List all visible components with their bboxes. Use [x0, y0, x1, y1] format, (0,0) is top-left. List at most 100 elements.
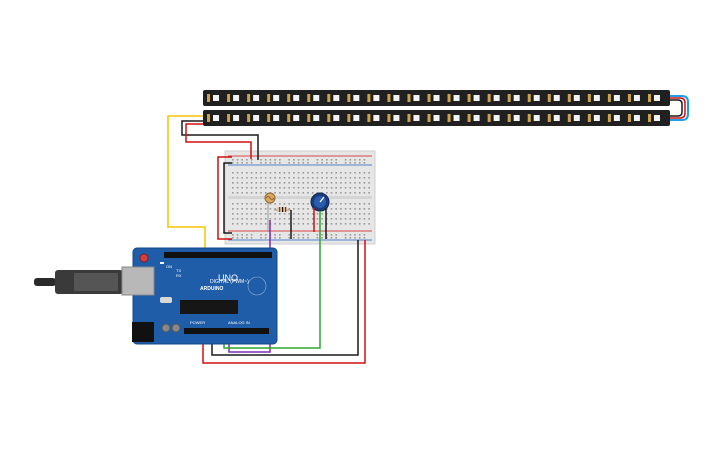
- breadboard-hole[interactable]: [349, 192, 352, 194]
- breadboard-hole[interactable]: [264, 208, 267, 210]
- breadboard-hole[interactable]: [326, 162, 328, 164]
- breadboard-hole[interactable]: [250, 237, 253, 239]
- breadboard-hole[interactable]: [232, 162, 234, 164]
- breadboard-hole[interactable]: [311, 208, 314, 210]
- breadboard-hole[interactable]: [363, 234, 366, 236]
- breadboard-hole[interactable]: [279, 187, 281, 189]
- breadboard-hole[interactable]: [363, 223, 366, 225]
- breadboard-hole[interactable]: [363, 203, 366, 205]
- breadboard-hole[interactable]: [302, 162, 305, 164]
- breadboard-hole[interactable]: [363, 237, 366, 239]
- breadboard-hole[interactable]: [246, 162, 248, 164]
- breadboard-hole[interactable]: [363, 177, 366, 179]
- strip-loop-wire-black[interactable]: [670, 99, 683, 117]
- breadboard-hole[interactable]: [321, 187, 323, 189]
- breadboard-hole[interactable]: [283, 213, 286, 215]
- breadboard-hole[interactable]: [241, 162, 243, 164]
- wire-red-strip-5v[interactable]: [185, 123, 252, 159]
- breadboard-hole[interactable]: [241, 237, 243, 239]
- breadboard-hole[interactable]: [302, 213, 305, 215]
- breadboard-hole[interactable]: [246, 177, 248, 179]
- breadboard-hole[interactable]: [274, 234, 276, 236]
- breadboard-hole[interactable]: [293, 177, 295, 179]
- breadboard-hole[interactable]: [264, 203, 267, 205]
- breadboard-hole[interactable]: [316, 182, 319, 184]
- breadboard-hole[interactable]: [260, 208, 262, 210]
- wire-black-left-rail[interactable]: [223, 162, 232, 234]
- breadboard-hole[interactable]: [326, 223, 328, 225]
- breadboard-hole[interactable]: [250, 182, 253, 184]
- breadboard-hole[interactable]: [269, 203, 272, 205]
- breadboard-hole[interactable]: [246, 223, 248, 225]
- breadboard-hole[interactable]: [293, 182, 295, 184]
- breadboard-hole[interactable]: [236, 177, 239, 179]
- power-jack[interactable]: [132, 322, 154, 342]
- breadboard-hole[interactable]: [321, 218, 323, 220]
- breadboard-hole[interactable]: [250, 172, 253, 174]
- breadboard-hole[interactable]: [354, 162, 356, 164]
- breadboard-hole[interactable]: [236, 203, 239, 205]
- breadboard-hole[interactable]: [349, 213, 352, 215]
- reset-button[interactable]: [139, 253, 149, 263]
- breadboard-hole[interactable]: [232, 223, 234, 225]
- breadboard-hole[interactable]: [358, 234, 361, 236]
- breadboard-hole[interactable]: [260, 187, 262, 189]
- breadboard-hole[interactable]: [264, 218, 267, 220]
- breadboard-hole[interactable]: [330, 182, 333, 184]
- breadboard-hole[interactable]: [368, 182, 370, 184]
- breadboard-hole[interactable]: [283, 192, 286, 194]
- breadboard-hole[interactable]: [236, 234, 239, 236]
- breadboard-hole[interactable]: [340, 172, 342, 174]
- breadboard-hole[interactable]: [311, 187, 314, 189]
- breadboard-hole[interactable]: [307, 159, 309, 161]
- breadboard-hole[interactable]: [326, 177, 328, 179]
- breadboard-hole[interactable]: [358, 172, 361, 174]
- breadboard-hole[interactable]: [297, 172, 300, 174]
- breadboard-hole[interactable]: [250, 208, 253, 210]
- breadboard-hole[interactable]: [344, 177, 347, 179]
- breadboard-hole[interactable]: [274, 177, 276, 179]
- breadboard-hole[interactable]: [307, 203, 309, 205]
- breadboard-hole[interactable]: [321, 213, 323, 215]
- breadboard-hole[interactable]: [307, 192, 309, 194]
- breadboard-hole[interactable]: [321, 234, 323, 236]
- breadboard-hole[interactable]: [354, 218, 356, 220]
- breadboard-hole[interactable]: [358, 192, 361, 194]
- breadboard-hole[interactable]: [302, 177, 305, 179]
- breadboard-hole[interactable]: [236, 237, 239, 239]
- breadboard-hole[interactable]: [274, 159, 276, 161]
- breadboard[interactable]: [224, 150, 376, 245]
- breadboard-hole[interactable]: [232, 172, 234, 174]
- breadboard-hole[interactable]: [358, 187, 361, 189]
- breadboard-hole[interactable]: [297, 192, 300, 194]
- breadboard-hole[interactable]: [311, 192, 314, 194]
- breadboard-hole[interactable]: [354, 159, 356, 161]
- breadboard-hole[interactable]: [241, 203, 243, 205]
- breadboard-hole[interactable]: [302, 237, 305, 239]
- breadboard-hole[interactable]: [349, 218, 352, 220]
- breadboard-hole[interactable]: [269, 208, 272, 210]
- breadboard-hole[interactable]: [246, 203, 248, 205]
- breadboard-hole[interactable]: [283, 177, 286, 179]
- breadboard-hole[interactable]: [246, 187, 248, 189]
- breadboard-hole[interactable]: [255, 182, 258, 184]
- breadboard-hole[interactable]: [368, 213, 370, 215]
- breadboard-hole[interactable]: [232, 213, 234, 215]
- breadboard-hole[interactable]: [255, 223, 258, 225]
- breadboard-hole[interactable]: [274, 192, 276, 194]
- breadboard-hole[interactable]: [246, 208, 248, 210]
- breadboard-hole[interactable]: [363, 182, 366, 184]
- breadboard-hole[interactable]: [264, 234, 267, 236]
- breadboard-hole[interactable]: [279, 203, 281, 205]
- breadboard-hole[interactable]: [283, 172, 286, 174]
- breadboard-hole[interactable]: [241, 208, 243, 210]
- breadboard-hole[interactable]: [349, 187, 352, 189]
- breadboard-hole[interactable]: [297, 237, 300, 239]
- breadboard-hole[interactable]: [358, 159, 361, 161]
- breadboard-hole[interactable]: [269, 182, 272, 184]
- breadboard-hole[interactable]: [363, 172, 366, 174]
- breadboard-hole[interactable]: [274, 237, 276, 239]
- breadboard-hole[interactable]: [274, 223, 276, 225]
- wire-red-board-5v[interactable]: [202, 240, 366, 364]
- breadboard-hole[interactable]: [326, 218, 328, 220]
